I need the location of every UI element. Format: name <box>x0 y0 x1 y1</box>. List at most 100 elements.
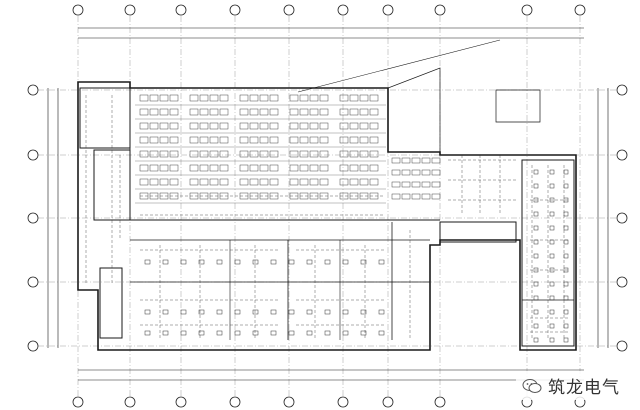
row-bubble-left <box>27 212 39 224</box>
row-bubbles-left <box>27 84 39 352</box>
seat-cell <box>309 94 319 102</box>
row-bubble-right <box>616 84 628 96</box>
light-fixture <box>533 337 539 343</box>
light-fixture <box>180 309 187 315</box>
seat-cell <box>159 164 169 172</box>
light-fixture <box>252 330 259 336</box>
seat-cell <box>289 150 299 158</box>
seat-cell <box>149 122 159 130</box>
seat-cell <box>219 108 229 116</box>
column-bubble-top <box>434 4 446 16</box>
row-bubble-right <box>616 340 628 352</box>
seat-cell <box>249 108 259 116</box>
light-fixture <box>198 309 205 315</box>
seat-cell <box>139 150 149 158</box>
light-fixture <box>533 225 539 231</box>
seat-cell <box>259 178 269 186</box>
seat-cell <box>209 178 219 186</box>
light-fixture <box>378 259 385 265</box>
seat-cell <box>401 181 411 188</box>
light-fixture <box>306 259 313 265</box>
seat-cell <box>269 108 279 116</box>
seat-cell <box>339 178 349 186</box>
seat-cell <box>339 94 349 102</box>
light-fixture <box>180 259 187 265</box>
light-fixture <box>549 337 555 343</box>
seat-cell <box>139 108 149 116</box>
seat-cell <box>359 94 369 102</box>
light-fixture <box>234 309 241 315</box>
seat-cell <box>219 136 229 144</box>
seat-cell <box>431 193 441 200</box>
seat-cell <box>209 108 219 116</box>
seat-cell <box>259 150 269 158</box>
seat-cell <box>289 136 299 144</box>
seat-cell <box>259 164 269 172</box>
light-fixture <box>533 281 539 287</box>
light-fixture <box>563 211 569 217</box>
light-fixture <box>378 309 385 315</box>
seat-cell <box>139 94 149 102</box>
seat-cell <box>239 136 249 144</box>
seat-cell <box>269 94 279 102</box>
seat-cell <box>189 94 199 102</box>
light-fixture <box>549 323 555 329</box>
seat-cell <box>209 122 219 130</box>
column-bubble-bottom <box>337 396 349 408</box>
seat-cell <box>431 181 441 188</box>
seat-cell <box>319 136 329 144</box>
seat-cell <box>159 122 169 130</box>
seat-cell <box>239 178 249 186</box>
seat-cell <box>269 178 279 186</box>
seat-cell <box>169 108 179 116</box>
light-fixture <box>360 259 367 265</box>
light-fixture <box>549 253 555 259</box>
seat-cell <box>421 157 431 164</box>
column-bubble-bottom <box>124 396 136 408</box>
light-fixture <box>162 330 169 336</box>
seat-cell <box>359 122 369 130</box>
seat-cell <box>359 136 369 144</box>
seat-cell <box>159 150 169 158</box>
light-fixture <box>563 267 569 273</box>
light-fixture <box>198 259 205 265</box>
light-fixture <box>324 259 331 265</box>
seat-cell <box>369 178 379 186</box>
seat-cell <box>319 164 329 172</box>
seat-cell <box>309 108 319 116</box>
row-bubble-left <box>27 149 39 161</box>
seat-cell <box>199 150 209 158</box>
seat-cell <box>139 136 149 144</box>
seat-cell <box>369 164 379 172</box>
seat-cell <box>369 136 379 144</box>
seat-cell <box>149 136 159 144</box>
light-fixture <box>533 169 539 175</box>
light-fixture <box>360 330 367 336</box>
light-fixture <box>563 295 569 301</box>
seat-cell <box>339 136 349 144</box>
light-fixture <box>324 309 331 315</box>
column-bubble-bottom <box>434 396 446 408</box>
seat-cell <box>391 193 401 200</box>
light-fixture <box>162 259 169 265</box>
seat-cell <box>169 164 179 172</box>
seat-cell <box>139 178 149 186</box>
column-bubble-top <box>283 4 295 16</box>
light-fixture <box>533 309 539 315</box>
seat-cell <box>349 164 359 172</box>
seat-cell <box>209 94 219 102</box>
seat-cell <box>199 94 209 102</box>
seat-cell <box>401 157 411 164</box>
light-fixture <box>144 309 151 315</box>
row-bubble-left <box>27 276 39 288</box>
seat-cell <box>349 178 359 186</box>
seat-cell <box>199 164 209 172</box>
seat-cell <box>289 94 299 102</box>
seat-cell <box>249 178 259 186</box>
seat-cell <box>149 178 159 186</box>
seat-cell <box>421 181 431 188</box>
row-bubbles-right <box>616 84 628 352</box>
seat-cell <box>349 94 359 102</box>
seat-cell <box>149 164 159 172</box>
